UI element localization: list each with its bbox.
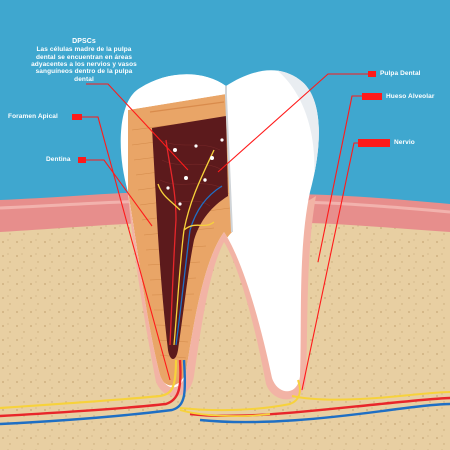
pulpa-dental-label: Pulpa Dental xyxy=(380,70,421,77)
dpsc-line-3: adyacentes a los nervios y vasos xyxy=(31,60,137,68)
foramen-apical-label: Foramen Apical xyxy=(8,113,58,120)
hueso-alveolar-label: Hueso Alveolar xyxy=(386,93,435,100)
foramen-apical-tab xyxy=(72,114,82,120)
blood-vessels-and-nerves xyxy=(0,359,450,426)
dpsc-line-1: Las células madre de la pulpa xyxy=(36,46,132,54)
dpsc-line-5: dental xyxy=(74,75,94,83)
dpsc-line-4: sanguíneos dentro de la pulpa xyxy=(35,68,133,76)
dpsc-title: DPSCs xyxy=(72,38,96,45)
dental-pulp xyxy=(152,116,228,359)
nervio-tab xyxy=(358,139,390,147)
dpsc-line-2: dental se encuentran en áreas xyxy=(35,53,133,61)
pulpa-dental-tab xyxy=(368,71,376,77)
dentina-label: Dentina xyxy=(46,156,71,163)
dpsc-callout: DPSCs Las células madre de la pulpa dent… xyxy=(0,38,168,83)
nervio-label: Nervio xyxy=(394,139,415,146)
dentina-tab xyxy=(78,157,86,163)
hueso-alveolar-tab xyxy=(362,93,382,100)
